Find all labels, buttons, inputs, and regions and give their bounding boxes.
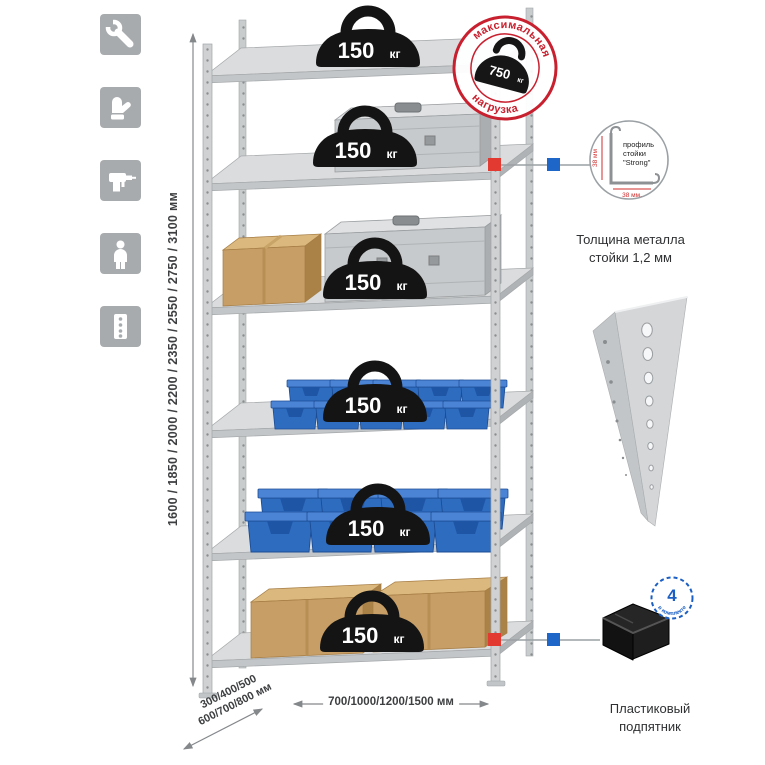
width-dimension-label: 700/1000/1200/1500 мм (323, 696, 459, 708)
rack-icon (100, 306, 141, 347)
profile-label-1: профиль (623, 140, 654, 149)
quantity-badge: 4 в комплекте (650, 576, 694, 620)
detail-column: 38 мм 38 мм. профиль стойки "Strong" (589, 120, 694, 661)
foot-caption: Пластиковый подпятник (565, 700, 735, 736)
drill-icon (100, 160, 141, 201)
person-icon (100, 233, 141, 274)
perforated-post-image (592, 296, 688, 527)
profile-caption-line1: Толщина металла (576, 232, 685, 247)
foot-caption-line2: подпятник (619, 719, 681, 735)
rack-front-posts (198, 31, 506, 699)
stamp-load-unit: кг (516, 77, 524, 85)
profile-caption-line2: стойки 1,2 мм (589, 250, 672, 266)
shelving-rack-illustration: 150 кг (198, 0, 559, 699)
height-dimension-label: 1600 / 1850 / 2000 / 2200 / 2350 / 2550 … (166, 191, 180, 527)
cardboard-box (221, 233, 323, 307)
profile-caption: Толщина металла стойки 1,2 мм (548, 231, 713, 267)
profile-label-2: стойки (623, 149, 646, 158)
quantity-value: 4 (667, 586, 677, 605)
glove-icon (100, 87, 141, 128)
plastic-foot-image (602, 603, 670, 661)
rack-back-posts (238, 7, 534, 669)
stamp-load-value: 750 (487, 62, 512, 82)
profile-dim-vertical: 38 мм (592, 148, 599, 167)
profile-dim-horizontal: 38 мм. (622, 192, 642, 199)
wrench-icon (100, 14, 141, 55)
profile-label-3: "Strong" (623, 158, 651, 167)
profile-detail-circle: 38 мм 38 мм. профиль стойки "Strong" (589, 120, 669, 200)
foot-caption-line1: Пластиковый (609, 701, 691, 716)
